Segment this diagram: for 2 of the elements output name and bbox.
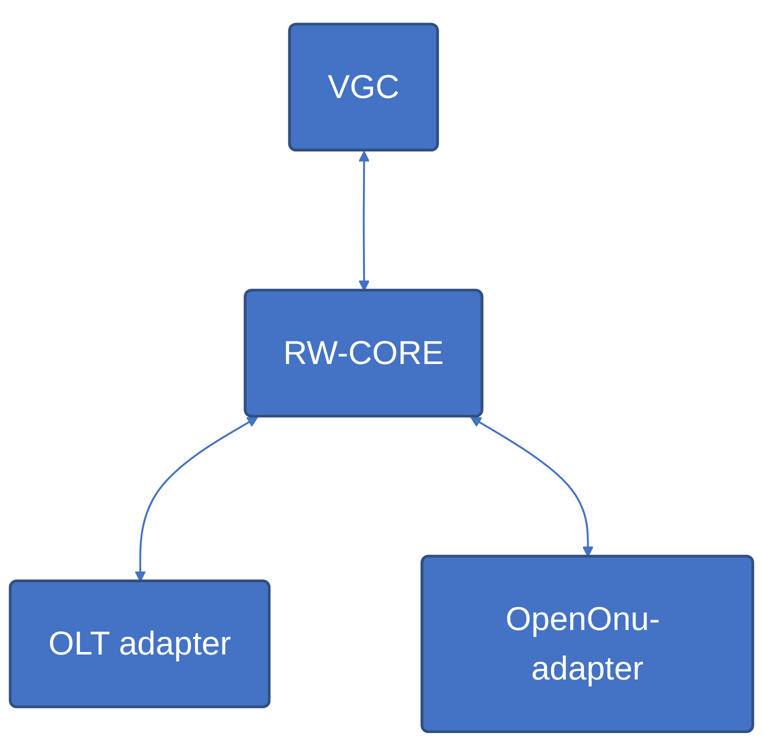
arrow — [470, 416, 594, 557]
arrow — [358, 150, 370, 291]
